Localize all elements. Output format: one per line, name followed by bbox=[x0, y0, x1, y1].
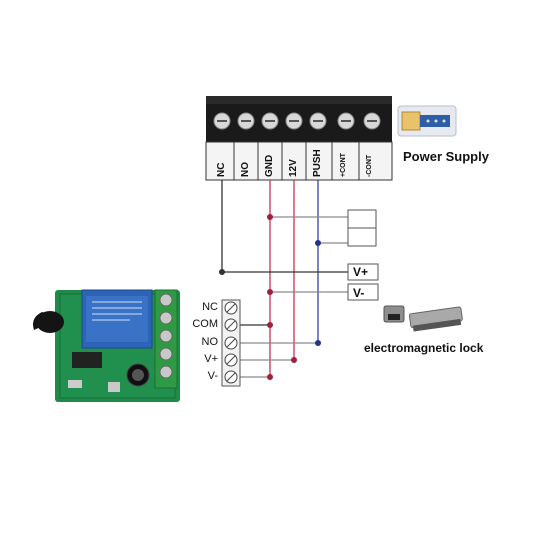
board-screw bbox=[159, 365, 173, 379]
v-plus-label: V+ bbox=[353, 265, 369, 279]
wires bbox=[221, 180, 348, 378]
receiver-terminal-label: COM bbox=[192, 318, 218, 330]
board-screw bbox=[159, 329, 173, 343]
electromagnetic-lock-image bbox=[383, 305, 463, 332]
board-screw bbox=[159, 311, 173, 325]
receiver-terminal-label: V- bbox=[207, 370, 218, 382]
receiver-terminal-strip bbox=[221, 299, 241, 387]
terminal-label: NC bbox=[216, 162, 227, 177]
junction-dots bbox=[219, 214, 321, 380]
terminal-label: PUSH bbox=[312, 149, 323, 177]
electromagnetic-lock-label: electromagnetic lock bbox=[364, 341, 484, 355]
terminal-block bbox=[205, 96, 393, 181]
receiver-terminal-label: V+ bbox=[204, 353, 218, 365]
terminal-label: +CONT bbox=[340, 153, 347, 177]
terminal-label: 12V bbox=[288, 159, 299, 177]
terminal-label: -CONT bbox=[366, 154, 373, 177]
receiver-terminal-label: NC bbox=[202, 301, 218, 313]
board-screw bbox=[159, 293, 173, 307]
power-supply-connector bbox=[397, 105, 457, 137]
receiver-board bbox=[33, 289, 180, 402]
receiver-terminal-label: NO bbox=[201, 336, 219, 348]
power-supply-label: Power Supply bbox=[403, 149, 489, 164]
supply-box bbox=[347, 263, 379, 301]
v-minus-label: V- bbox=[353, 286, 365, 300]
board-screw bbox=[159, 347, 173, 361]
terminal-label: NO bbox=[240, 162, 251, 177]
terminal-label: GND bbox=[264, 154, 275, 177]
button-box bbox=[347, 209, 377, 247]
